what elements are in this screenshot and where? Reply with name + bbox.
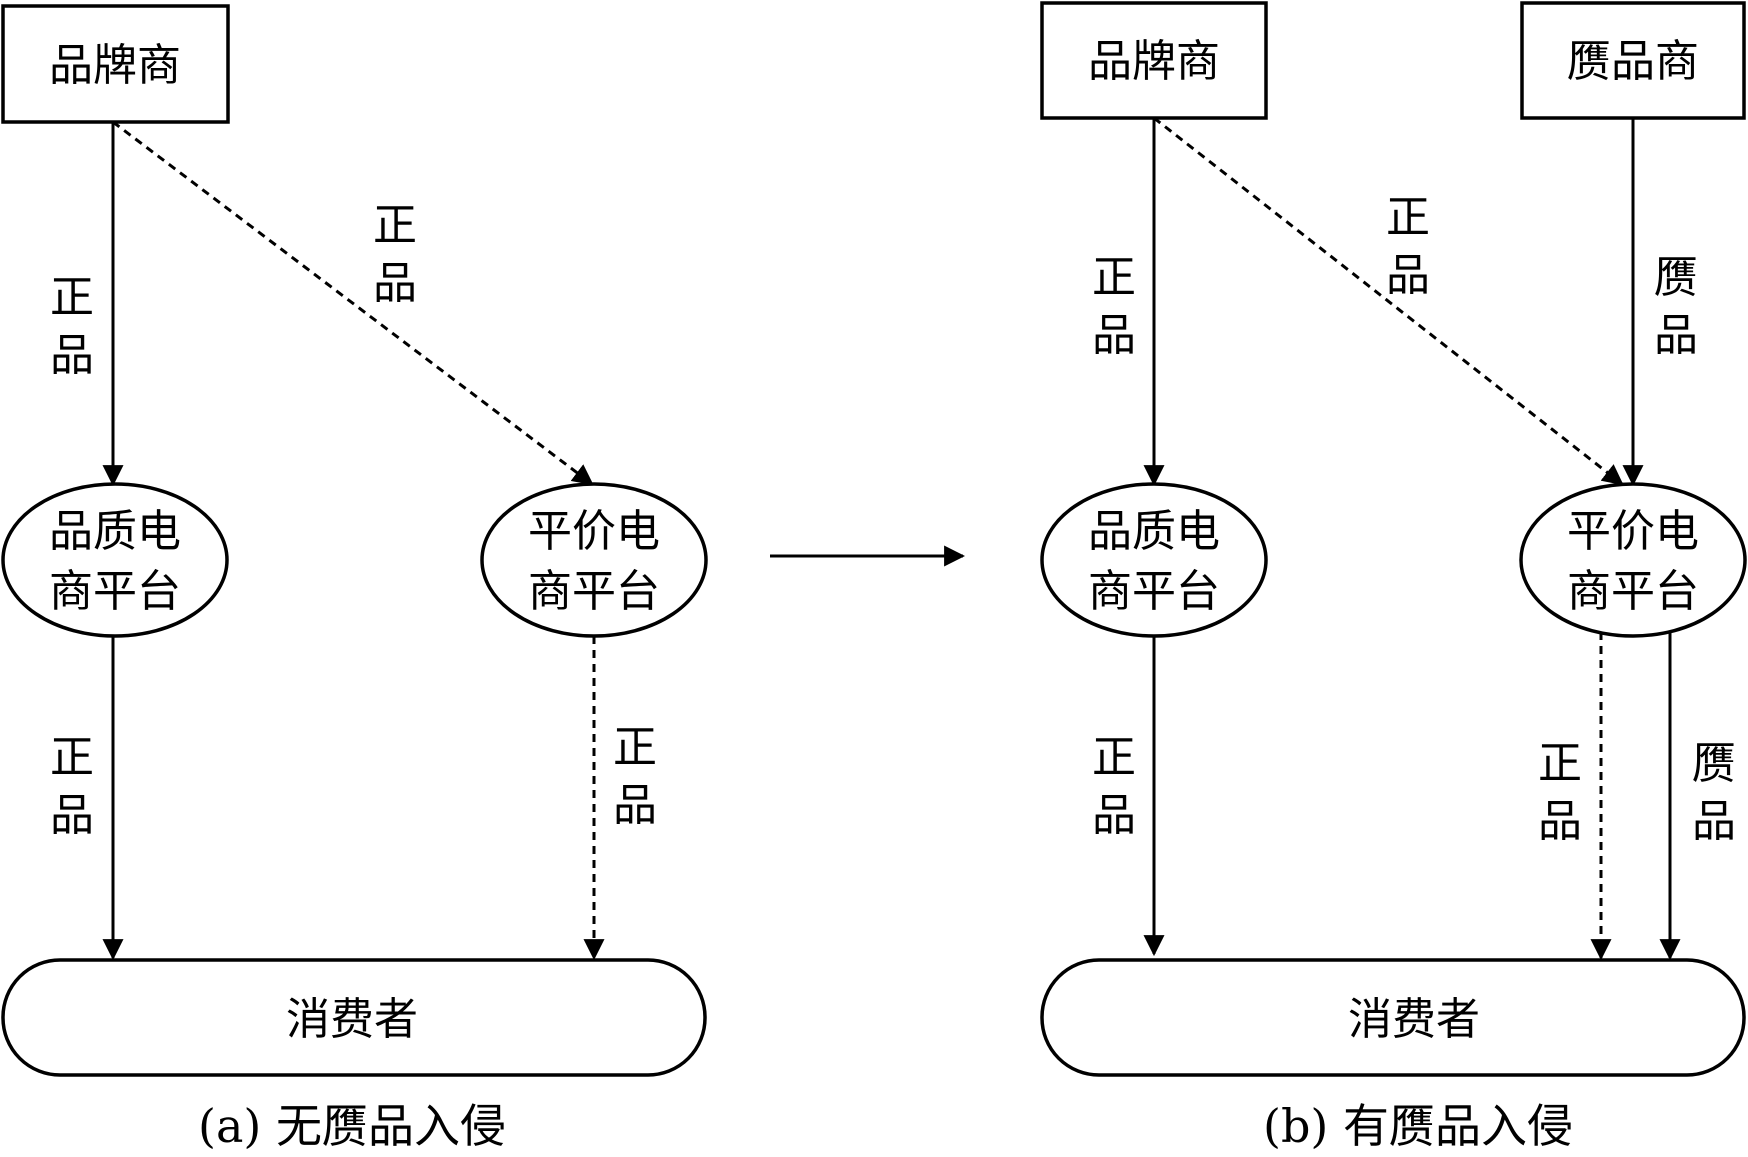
- brand-node: 品牌商: [1, 4, 230, 124]
- caption-b: (b) 有赝品入侵: [1263, 1099, 1573, 1153]
- edge-label-char: 赝: [1654, 252, 1698, 303]
- budget-platform-label-line2: 商平台: [1567, 566, 1699, 617]
- panel-a: 品牌商 品质电 商平台 平价电 商平台 消费者 正 品 正 品 正 品: [1, 4, 708, 1153]
- edge-label-char: 正: [1538, 738, 1582, 789]
- brand-label: 品牌商: [49, 40, 181, 91]
- edge-label-char: 正: [1092, 732, 1136, 783]
- edge-label-counterfeiter-budget: 赝 品: [1654, 252, 1698, 361]
- edge-label-char: 品: [1538, 796, 1582, 847]
- panel-b: 品牌商 赝品商 品质电 商平台 平价电 商平台 消费者 正 品 正 品: [1040, 1, 1747, 1153]
- budget-platform-node: 平价电 商平台: [480, 482, 708, 638]
- edge-label-brand-budget: 正 品: [1386, 192, 1430, 301]
- quality-platform-label-line1: 品质电: [49, 506, 181, 557]
- edge-label-char: 品: [50, 330, 94, 381]
- edge-label-char: 赝: [1692, 738, 1736, 789]
- consumer-node: 消费者: [1040, 958, 1746, 1077]
- edge-label-char: 品: [1386, 250, 1430, 301]
- edge-label-brand-quality: 正 品: [1092, 252, 1136, 361]
- edge-label-char: 正: [50, 272, 94, 323]
- brand-label: 品牌商: [1088, 36, 1220, 87]
- budget-platform-label-line1: 平价电: [1567, 506, 1699, 557]
- counterfeiter-label: 赝品商: [1567, 36, 1699, 87]
- edge-label-budget-consumer-fake: 赝 品: [1692, 738, 1736, 847]
- edge-label-char: 品: [50, 790, 94, 841]
- quality-platform-label-line2: 商平台: [49, 566, 181, 617]
- quality-platform-label-line2: 商平台: [1088, 566, 1220, 617]
- edge-label-budget-consumer-genuine: 正 品: [1538, 738, 1582, 847]
- edge-label-char: 品: [1092, 310, 1136, 361]
- edge-brand-to-budget: [112, 120, 594, 486]
- budget-platform-node: 平价电 商平台: [1519, 482, 1747, 638]
- edge-label-char: 品: [1654, 310, 1698, 361]
- edge-label-char: 品: [1692, 796, 1736, 847]
- caption-a: (a) 无赝品入侵: [198, 1099, 506, 1153]
- edge-label-quality-consumer: 正 品: [1092, 732, 1136, 841]
- quality-platform-node: 品质电 商平台: [1, 482, 229, 638]
- quality-platform-label-line1: 品质电: [1088, 506, 1220, 557]
- edge-label-char: 品: [613, 780, 657, 831]
- edge-label-budget-consumer: 正 品: [613, 722, 657, 831]
- edge-brand-to-budget: [1153, 116, 1624, 486]
- edge-label-char: 正: [50, 732, 94, 783]
- edge-label-char: 正: [373, 200, 417, 251]
- counterfeiter-node: 赝品商: [1520, 1, 1746, 120]
- edge-label-quality-consumer: 正 品: [50, 732, 94, 841]
- budget-platform-label-line1: 平价电: [528, 506, 660, 557]
- consumer-label: 消费者: [286, 994, 418, 1045]
- quality-platform-node: 品质电 商平台: [1040, 482, 1268, 638]
- edge-label-char: 品: [373, 258, 417, 309]
- consumer-node: 消费者: [1, 958, 707, 1077]
- edge-label-char: 正: [613, 722, 657, 773]
- edge-label-char: 正: [1386, 192, 1430, 243]
- edge-label-char: 正: [1092, 252, 1136, 303]
- consumer-label: 消费者: [1348, 994, 1480, 1045]
- edge-label-brand-budget: 正 品: [373, 200, 417, 309]
- budget-platform-label-line2: 商平台: [528, 566, 660, 617]
- edge-label-brand-quality: 正 品: [50, 272, 94, 381]
- edge-label-char: 品: [1092, 790, 1136, 841]
- brand-node: 品牌商: [1040, 1, 1268, 120]
